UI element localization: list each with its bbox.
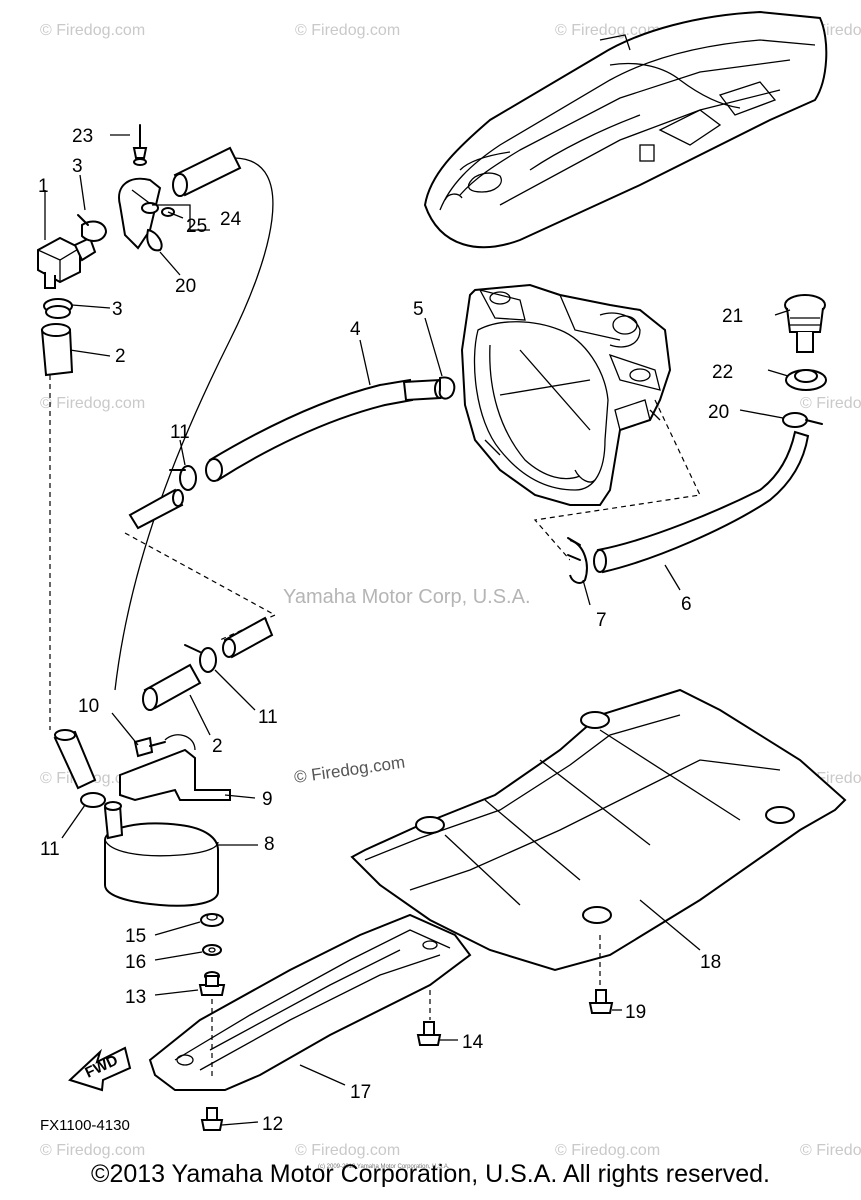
part-17-plate	[148, 913, 472, 1091]
callout-24: 24	[220, 209, 242, 230]
part-3-clamp-lower	[43, 298, 73, 319]
part-11-clamp-middle	[184, 644, 217, 673]
watermark-firedog: © Firedog.com	[555, 1142, 660, 1159]
part-11-clamp-upper	[169, 465, 197, 491]
watercraft-overview	[423, 10, 828, 249]
watermark-firedog: © Firedog.com	[555, 22, 660, 39]
callout-1: 1	[38, 176, 49, 197]
callout-3: 3	[112, 299, 123, 320]
watermark-small-footer: (c) 2009-2013 Yamaha Motor Corporation, …	[318, 1164, 450, 1170]
callout-11: 11	[258, 707, 278, 728]
watermark-firedog: © Firedog.com	[40, 22, 145, 39]
part-5-clamp	[438, 376, 456, 400]
part-13-collar	[198, 971, 226, 996]
callout-12: 12	[262, 1114, 283, 1135]
part-24-hose-bracket	[118, 177, 162, 250]
callout-5: 5	[413, 299, 424, 320]
part-24-hose	[114, 146, 274, 691]
part-6-hose	[593, 430, 810, 574]
callout-22: 22	[712, 362, 733, 383]
watermark-firedog: © Firedog.com	[295, 1142, 400, 1159]
part-7-clamp	[567, 537, 588, 584]
callout-21: 21	[722, 306, 743, 327]
callout-8: 8	[264, 834, 275, 855]
pipe-stub-middle	[222, 616, 274, 659]
callout-20: 20	[708, 402, 729, 423]
part-21-fitting	[784, 294, 826, 353]
hose-lower-left	[53, 729, 97, 790]
callout-13: 13	[125, 987, 146, 1008]
watermark-firedog: © Firedog.com	[40, 395, 145, 412]
pipe-stub-upper	[128, 488, 184, 530]
callout-7: 7	[596, 610, 607, 631]
callout-3: 3	[72, 156, 83, 177]
callout-11: 11	[170, 422, 190, 443]
part-19-bolt	[588, 989, 614, 1014]
part-18-cover	[350, 688, 847, 985]
part-16-washer	[202, 944, 222, 956]
watermark-yamaha-center: Yamaha Motor Corp, U.S.A.	[283, 586, 531, 608]
part-1-elbow-fitting	[37, 236, 97, 289]
part-20-clamp-upper	[146, 228, 163, 252]
callout-10: 10	[78, 696, 99, 717]
watermark-firedog-dark: © Firedog.com	[293, 753, 406, 787]
callout-25: 25	[186, 216, 207, 237]
jet-pump-housing	[460, 283, 701, 561]
callout-2: 2	[115, 346, 126, 367]
callout-16: 16	[125, 952, 146, 973]
callout-2: 2	[212, 736, 223, 757]
callout-leaders	[44, 134, 791, 1126]
part-8-tank	[103, 801, 219, 907]
watermark-firedog: © Firedog.com	[40, 1142, 145, 1159]
callout-6: 6	[681, 594, 692, 615]
part-11-clamp-lower	[80, 792, 106, 808]
part-22-washer	[785, 369, 827, 391]
part-10-bolt	[133, 736, 166, 758]
diagram-code: FX1100-4130	[40, 1117, 130, 1134]
part-9-bracket	[119, 734, 231, 802]
part-20-clamp	[782, 412, 823, 428]
watermark-firedog: © Firedog.com	[800, 395, 861, 412]
part-23-bolt	[132, 124, 148, 166]
callout-17: 17	[350, 1082, 371, 1103]
watermark-firedog: © Firedog.com	[295, 22, 400, 39]
part-15-damper	[200, 913, 224, 927]
watermark-firedog: © Firedog.com	[800, 1142, 861, 1159]
callout-20: 20	[175, 276, 196, 297]
callout-9: 9	[262, 789, 273, 810]
callout-18: 18	[700, 952, 721, 973]
callout-23: 23	[72, 126, 93, 147]
part-2-hose-middle	[142, 663, 202, 711]
callout-19: 19	[625, 1002, 646, 1023]
callout-labels: 23 3 1 24 25 20 3 2 4 5 21 22 20 11 7 6 …	[38, 126, 743, 1135]
part-4-hose	[205, 378, 446, 482]
part-14-bolt	[416, 1021, 442, 1046]
footer-copyright: ©2013 Yamaha Motor Corporation, U.S.A. A…	[91, 1160, 770, 1188]
callout-11: 11	[40, 839, 60, 860]
part-12-bolt	[200, 1107, 224, 1131]
callout-15: 15	[125, 926, 146, 947]
part-3-clamp-upper	[77, 214, 108, 242]
callout-4: 4	[350, 319, 361, 340]
callout-14: 14	[462, 1032, 484, 1053]
fwd-arrow-icon: FWD	[68, 1046, 132, 1092]
part-2-hose-upper	[40, 323, 74, 377]
